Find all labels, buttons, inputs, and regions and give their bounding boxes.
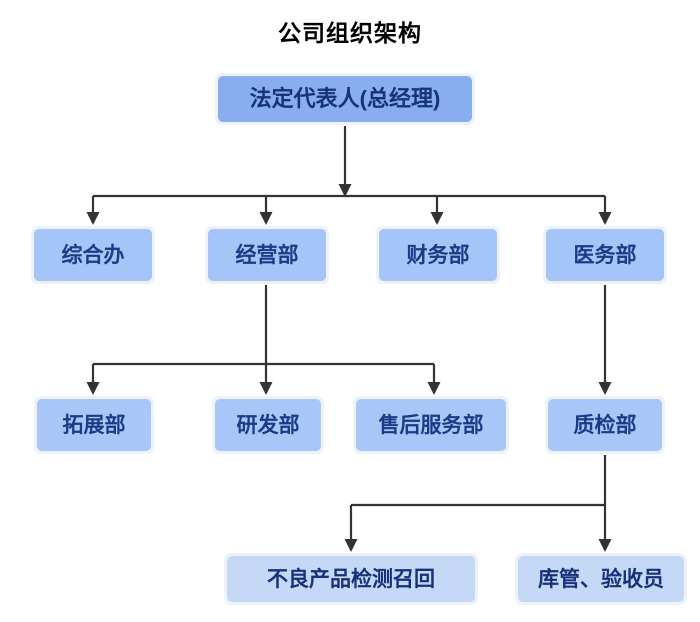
node-medical-department[interactable]: 医务部 <box>543 226 667 284</box>
node-general-affairs[interactable]: 综合办 <box>31 226 155 284</box>
page-title: 公司组织架构 <box>278 20 422 46</box>
node-label: 财务部 <box>406 243 470 267</box>
node-label: 经营部 <box>235 243 299 267</box>
node-body: 拓展部 <box>37 399 151 451</box>
node-label: 质检部 <box>573 413 637 437</box>
node-body: 法定代表人(总经理) <box>218 76 472 122</box>
node-legal-representative[interactable]: 法定代表人(总经理) <box>215 73 475 125</box>
node-body: 研发部 <box>215 399 321 451</box>
node-rd-department[interactable]: 研发部 <box>212 396 324 454</box>
node-label: 库管、验收员 <box>538 567 664 591</box>
node-label: 售后服务部 <box>378 413 484 437</box>
node-label: 拓展部 <box>62 413 126 437</box>
node-body: 医务部 <box>546 229 664 281</box>
node-body: 财务部 <box>379 229 497 281</box>
node-body: 售后服务部 <box>356 399 506 451</box>
node-label: 综合办 <box>61 243 125 267</box>
node-label: 研发部 <box>236 413 300 437</box>
node-label: 医务部 <box>573 243 637 267</box>
node-defective-product-recall[interactable]: 不良产品检测召回 <box>224 553 478 605</box>
node-quality-inspection-department[interactable]: 质检部 <box>545 396 665 454</box>
node-warehouse-inspector[interactable]: 库管、验收员 <box>515 553 687 605</box>
node-operations-department[interactable]: 经营部 <box>205 226 329 284</box>
node-label: 法定代表人(总经理) <box>249 86 441 111</box>
node-body: 库管、验收员 <box>518 556 684 602</box>
node-label: 不良产品检测召回 <box>267 567 435 591</box>
node-body: 质检部 <box>548 399 662 451</box>
node-body: 综合办 <box>34 229 152 281</box>
node-body: 经营部 <box>208 229 326 281</box>
node-after-sales-department[interactable]: 售后服务部 <box>353 396 509 454</box>
node-finance-department[interactable]: 财务部 <box>376 226 500 284</box>
node-body: 不良产品检测召回 <box>227 556 475 602</box>
node-expansion-department[interactable]: 拓展部 <box>34 396 154 454</box>
